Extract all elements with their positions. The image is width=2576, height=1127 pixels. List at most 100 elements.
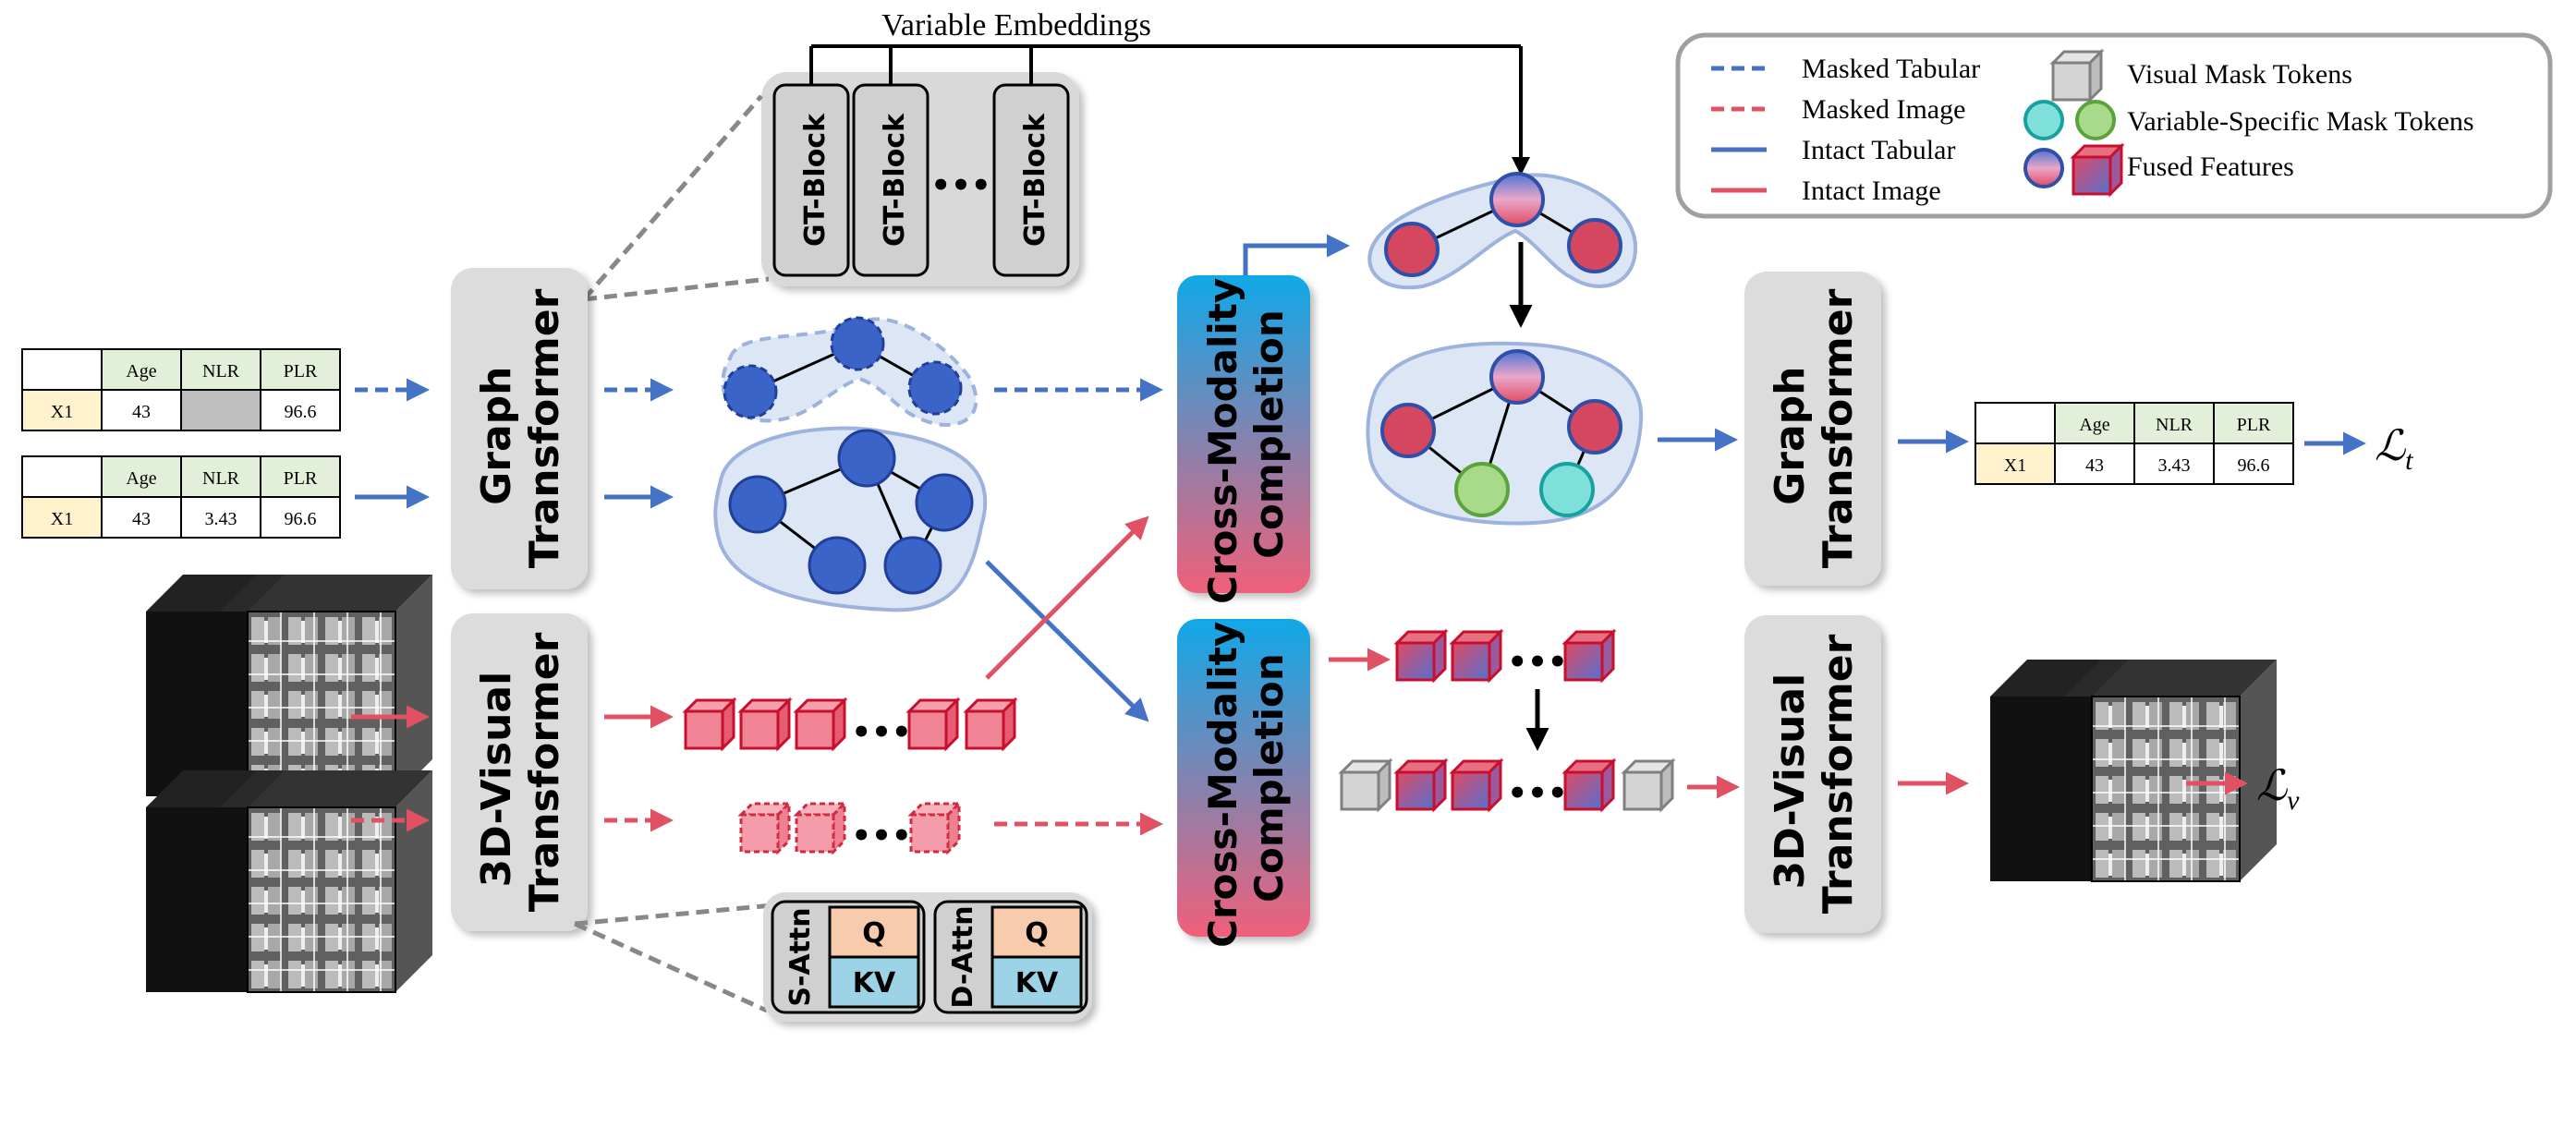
visual-mask-token-cube xyxy=(1622,759,1674,811)
table-header: NLR xyxy=(202,361,240,382)
legend-intact-image: Intact Image xyxy=(1802,176,1941,206)
visual-transformer-label-line1: 3D-Visual xyxy=(473,672,520,888)
s-attn-label: S-Attn xyxy=(784,907,817,1006)
svg-text:Graph Transformer: Graph Transformer xyxy=(473,288,568,568)
fused-token-cube xyxy=(1395,630,1447,682)
intact-image-tokens: ••• xyxy=(684,698,1016,751)
svg-text:3D-Visual Transformer: 3D-Visual Transformer xyxy=(473,632,568,912)
visual-transformer-label-line2: Transformer xyxy=(1815,634,1862,914)
intact-tabular-graph xyxy=(713,426,988,612)
graph-transformer-label-line1: Graph xyxy=(1767,367,1814,505)
token-ellipsis: ••• xyxy=(1507,644,1567,681)
legend: Masked Tabular Masked Image Intact Tabul… xyxy=(1675,32,2553,219)
graph-node xyxy=(915,473,974,532)
table-cell: 96.6 xyxy=(285,509,317,529)
d-attn-label: D-Attn xyxy=(947,905,979,1008)
reconstructed-table: Age NLR PLR X1 43 3.43 96.6 xyxy=(1975,402,2294,485)
image-token-cube xyxy=(684,698,735,750)
completed-graph xyxy=(1366,341,1644,526)
graph-node xyxy=(883,536,942,595)
masked-token-cube xyxy=(795,802,846,854)
table-header: NLR xyxy=(202,468,240,489)
masked-token-cube xyxy=(739,802,791,854)
gt-block: GT-Block xyxy=(852,83,930,277)
masked-input-table: Age NLR PLR X1 43 96.6 xyxy=(21,348,341,431)
fused-token-cube xyxy=(1563,759,1615,811)
svg-text:Graph Transformer: Graph Transformer xyxy=(1767,288,1862,568)
table-cell: 43 xyxy=(2085,455,2104,476)
legend-green-mask-icon xyxy=(2075,100,2116,140)
graph-node xyxy=(907,360,963,416)
image-token-cube xyxy=(795,698,846,750)
graph-transformer-2: Graph Transformer xyxy=(1744,272,1881,586)
fused-node xyxy=(1384,222,1440,277)
legend-fused-features: Fused Features xyxy=(2127,151,2294,182)
table-header: PLR xyxy=(2237,415,2271,435)
table-cell: X1 xyxy=(51,509,73,529)
cross-modality-completion-2: Cross-Modality Completion xyxy=(1177,619,1310,948)
table-cell: 43 xyxy=(132,402,151,422)
table-header: Age xyxy=(126,361,156,382)
graph-transformer-1: Graph Transformer xyxy=(451,268,588,589)
cmc-label-line2: Completion xyxy=(1246,309,1292,559)
ct-volume-intact xyxy=(145,574,433,797)
visual-loss-label: ℒv xyxy=(2256,762,2300,816)
legend-visual-mask-tokens: Visual Mask Tokens xyxy=(2127,59,2352,90)
cmc-label-line1: Cross-Modality xyxy=(1200,278,1245,604)
masked-token-cube xyxy=(909,802,961,854)
table-cell: X1 xyxy=(2004,455,2026,476)
intact-image-to-cmc1-arrow xyxy=(985,515,1149,680)
image-token-cube xyxy=(965,698,1016,750)
table-cell: X1 xyxy=(51,402,73,422)
table-cell: 43 xyxy=(132,509,151,529)
fused-node xyxy=(1489,349,1545,405)
variable-mask-token-green xyxy=(1454,462,1510,517)
fused-token-cube xyxy=(1563,630,1615,682)
graph-transformer-label-line2: Transformer xyxy=(1815,288,1862,568)
legend-masked-image: Masked Image xyxy=(1802,94,1965,125)
token-ellipsis: ••• xyxy=(851,818,911,854)
table-cell: 3.43 xyxy=(205,509,237,529)
token-ellipsis: ••• xyxy=(851,714,911,751)
table-cell: 96.6 xyxy=(2238,455,2270,476)
kv-block xyxy=(990,955,1083,1009)
gt-block-label: GT-Block xyxy=(799,113,832,247)
graph-node xyxy=(723,364,778,419)
legend-visual-mask-cube-icon xyxy=(2051,50,2103,102)
tabular-loss-label: ℒt xyxy=(2375,422,2413,476)
kv-label: KV xyxy=(853,967,896,1000)
svg-text:Cross-Modality Completio: Cross-Modality Completion xyxy=(1200,264,1292,604)
legend-fused-cube-icon xyxy=(2072,144,2123,196)
graph-transformer-label-line2: Transformer xyxy=(521,288,568,568)
svg-text:3D-Visual Transformer: 3D-Visual Transformer xyxy=(1767,634,1862,914)
gt-block: GT-Block xyxy=(772,83,850,277)
table-cell: 3.43 xyxy=(2158,455,2191,476)
legend-intact-tabular: Intact Tabular xyxy=(1802,135,1955,165)
fused-token-cube xyxy=(1395,759,1447,811)
image-token-cube xyxy=(907,698,959,750)
gt-block-ellipsis: ••• xyxy=(930,167,990,204)
legend-fused-node-icon xyxy=(2023,148,2064,188)
fused-node xyxy=(1380,403,1436,458)
completed-image-tokens: ••• xyxy=(1340,759,1674,812)
table-cell: 96.6 xyxy=(285,402,317,422)
fused-image-tokens: ••• xyxy=(1395,630,1615,682)
fused-node xyxy=(1567,399,1622,454)
gt-block-label: GT-Block xyxy=(879,113,911,247)
variable-embedding-connector xyxy=(809,44,1530,176)
graph-node xyxy=(728,475,787,534)
table-header: PLR xyxy=(284,468,318,489)
variable-mask-token-cyan xyxy=(1539,462,1595,517)
cmc-label-line1: Cross-Modality xyxy=(1200,622,1245,948)
ct-volume-masked xyxy=(145,770,433,993)
gt-block: GT-Block xyxy=(992,83,1070,277)
q-label: Q xyxy=(862,917,886,950)
visual-transformer-1: 3D-Visual Transformer xyxy=(451,613,588,931)
graph-node xyxy=(830,316,885,371)
visual-transformer-label-line1: 3D-Visual xyxy=(1767,673,1814,890)
kv-label: KV xyxy=(1015,967,1059,1000)
fused-node xyxy=(1567,218,1622,273)
attention-cluster: S-Attn Q KV D-Attn Q KV xyxy=(763,892,1092,1022)
q-label: Q xyxy=(1025,917,1049,950)
